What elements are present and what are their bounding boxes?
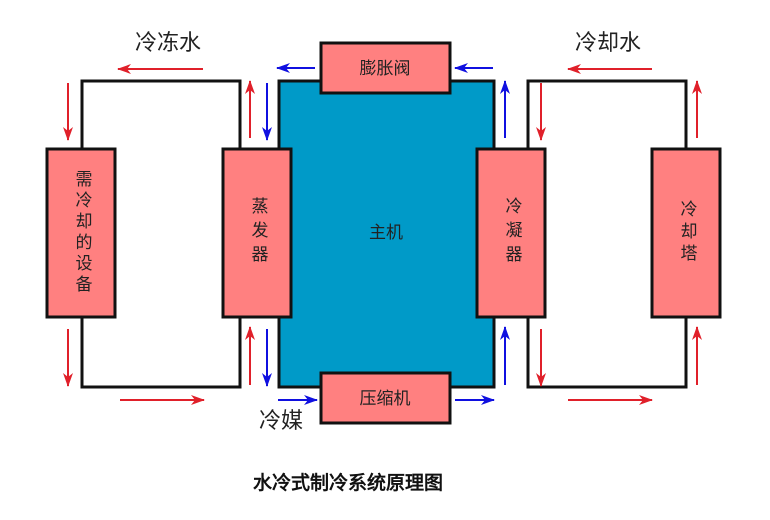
chilled-water-pipe-bottom — [80, 317, 242, 389]
cooling-water-pipe-bottom — [526, 317, 688, 389]
refrigerant-arrows — [262, 63, 510, 405]
expansion-valve-label: 膨胀阀 — [360, 59, 411, 79]
equipment-label-box: 需冷却的设备 — [47, 149, 115, 317]
expansion-valve-box — [319, 41, 452, 95]
main-unit-label: 主机 — [369, 223, 403, 243]
cooling-water-label: 冷却水 — [575, 31, 641, 56]
refrigerant-label: 冷媒 — [259, 409, 303, 434]
chilled-water-pipe-top — [80, 79, 242, 149]
cooling-tower-label-box: 冷却塔 — [652, 149, 720, 317]
main-unit — [277, 79, 496, 389]
condenser-label: 冷凝器 — [501, 197, 522, 269]
condenser-box — [475, 147, 547, 319]
water-arrows — [63, 64, 702, 405]
evaporator-label-box: 蒸发器 — [223, 149, 291, 317]
compressor-label: 压缩机 — [360, 389, 411, 409]
condenser-label-box: 冷凝器 — [477, 149, 545, 317]
cooling-tower-box — [650, 147, 722, 319]
compressor-box — [319, 371, 452, 425]
cooling-water-pipe-top — [526, 79, 688, 149]
evaporator-label: 蒸发器 — [247, 197, 268, 269]
chilled-water-label: 冷冻水 — [135, 31, 201, 56]
diagram-title: 水冷式制冷系统原理图 — [253, 471, 443, 494]
evaporator-box — [221, 147, 293, 319]
cooling-tower-label: 冷却塔 — [676, 200, 697, 266]
equipment-label: 需冷却的设备 — [71, 170, 92, 296]
equipment-box — [45, 147, 117, 319]
